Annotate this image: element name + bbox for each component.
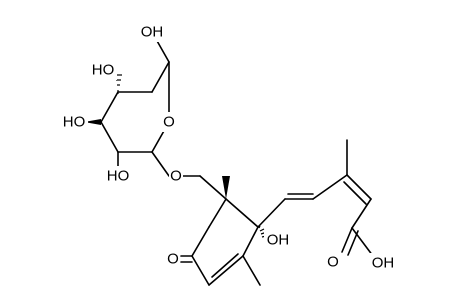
bond-c3-c2 — [100, 121, 119, 153]
aglycone-bonds — [180, 175, 261, 286]
bond-ctert-quat — [225, 198, 259, 228]
label-oh-acid: OH — [369, 253, 397, 273]
bond-cooh-o-double-a — [341, 227, 353, 253]
atom-label-ho-c4: HO — [92, 62, 115, 79]
atom-label-o-ring: O — [163, 114, 175, 131]
wedge-bond-c3-oh — [84, 119, 101, 125]
atom-label-ho-c2: HO — [107, 168, 130, 185]
bond-ch-cme — [208, 255, 244, 286]
bond-cme-ctert — [242, 226, 259, 257]
bond-c3-c4-double — [343, 181, 367, 205]
atom-label-o-glycosidic: O — [170, 168, 182, 185]
label-ho-c2: HO — [104, 166, 132, 186]
atom-label-o-acid: O — [327, 254, 339, 271]
bond-quat-ch2ring — [208, 198, 227, 228]
wedge-bond-quat-methyl — [222, 176, 230, 199]
bond-ctert-c1 — [257, 198, 286, 228]
label-oh-tertiary: OH — [264, 230, 292, 250]
label-o-glycosidic: O — [169, 166, 183, 186]
bond-ch-cme-double — [211, 253, 239, 278]
label-oh-c6: OH — [138, 22, 166, 42]
atom-label-ho-c3: HO — [63, 114, 86, 131]
bond-c4-c3 — [100, 91, 119, 123]
side-chain-bonds — [257, 139, 374, 257]
atom-labels: OH HO HO O HO O OH O — [60, 22, 397, 273]
atom-label-oh-c6: OH — [141, 24, 164, 41]
label-o-ring: O — [162, 112, 176, 132]
glucose-ring-bonds — [100, 31, 170, 177]
bond-cooh-oh — [351, 227, 374, 257]
bond-cme-methyl — [242, 255, 261, 286]
bond-ch2ring-co — [191, 226, 210, 257]
bond-c5-c6 — [151, 61, 170, 93]
bond-c4-cooh — [351, 198, 372, 229]
bond-c2-c3 — [312, 174, 348, 200]
bond-c3-c4 — [346, 174, 372, 200]
label-ho-c3: HO — [60, 112, 88, 132]
bond-ch2-quat — [199, 175, 227, 200]
atom-label-oh-acid: OH — [372, 255, 395, 272]
bond-c1-oglyc — [151, 151, 170, 177]
label-ho-c4: HO — [89, 60, 117, 80]
atom-label-oh-tertiary: OH — [267, 232, 290, 249]
label-o-acid: O — [326, 252, 340, 272]
atom-label-o-ketone: O — [167, 251, 179, 268]
aglycone-stereo-bonds — [222, 176, 271, 238]
label-o-ketone: O — [166, 249, 180, 269]
bond-co-ch — [191, 255, 210, 286]
